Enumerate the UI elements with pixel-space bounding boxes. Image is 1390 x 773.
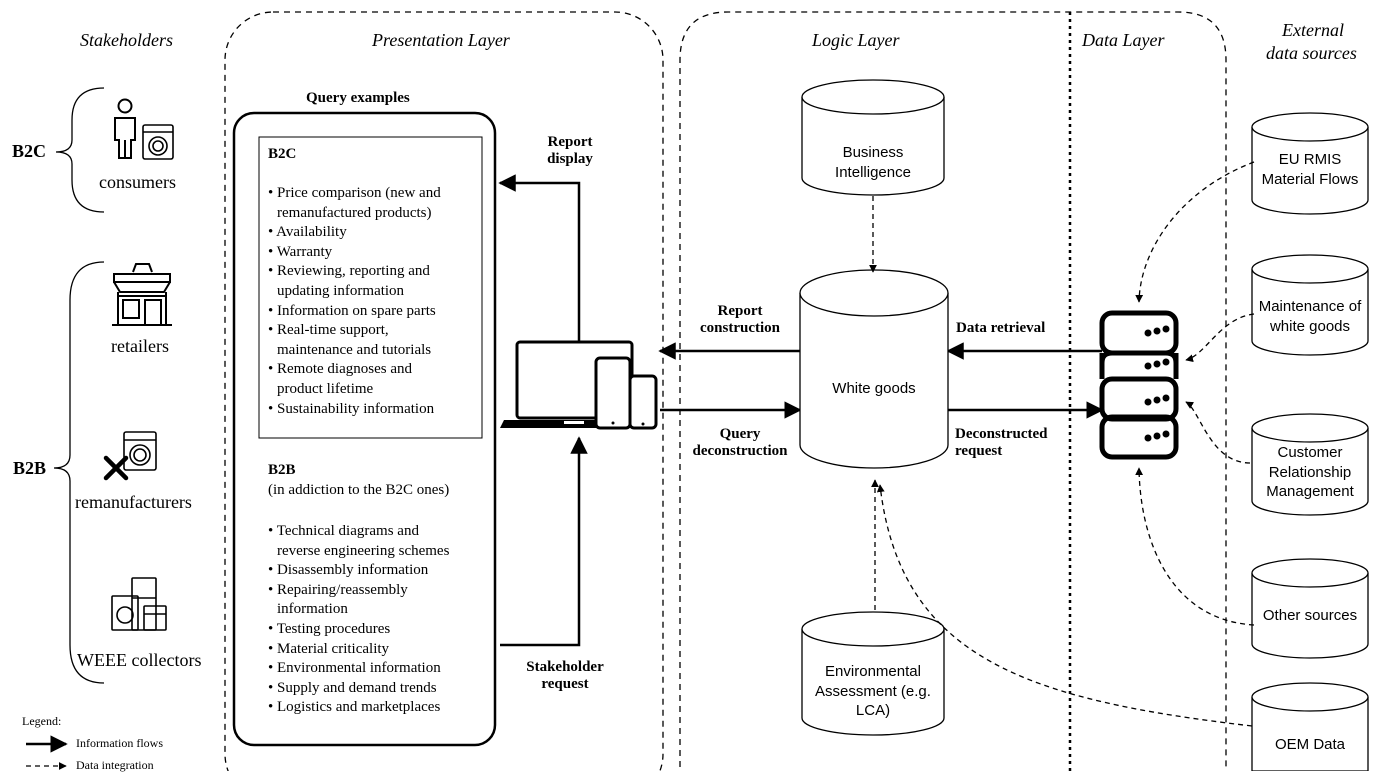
data-retrieval-label: Data retrieval [956, 320, 1046, 336]
b2c-query-box [258, 136, 483, 439]
legend-title: Legend: [22, 714, 62, 728]
white-goods-label: White goods [832, 380, 916, 397]
crm-cylinder [1251, 413, 1369, 516]
oem-to-whitegoods-arrow [876, 484, 1253, 727]
query-list-item: • Disassembly information [268, 562, 429, 579]
query-list-item: • Environmental information [268, 660, 441, 677]
query-list-item: • Price comparison (new and [268, 185, 441, 201]
external-header-line1: External [1282, 20, 1344, 40]
report-display-arrow [498, 174, 581, 342]
query-list-item: • Real-time support, [268, 322, 389, 339]
eu-rmis-cylinder [1251, 112, 1369, 215]
other-sources-cylinder [1251, 558, 1369, 659]
query-list-item: • Reviewing, reporting and [268, 263, 430, 280]
crm-to-server-arrow [1185, 401, 1251, 464]
query-list-item: • Testing procedures [268, 620, 391, 637]
b2b-query-list: • Technical diagrams and reverse engineer… [268, 522, 449, 718]
legend-solid-label: Information flows [76, 736, 163, 750]
b2b-heading: B2B [268, 462, 296, 478]
server-icon [1099, 310, 1179, 460]
query-list-item: • Information on spare parts [268, 302, 436, 319]
legend-dashed-label: Data integration [76, 758, 154, 772]
stakeholders-header: Stakeholders [80, 30, 173, 50]
oem-data-cylinder [1251, 682, 1369, 771]
query-list-item: remanufactured products) [277, 204, 432, 221]
query-list-item: • Supply and demand trends [268, 679, 437, 696]
other-sources-label: Other sources [1262, 607, 1358, 624]
b2c-label: B2C [12, 141, 47, 161]
presentation-layer-container [224, 11, 664, 771]
devices-icon [500, 340, 658, 430]
b2b-subheading: (in addiction to the B2C ones) [268, 482, 450, 498]
query-examples-title: Query examples [306, 90, 410, 106]
query-list-item: • Warranty [268, 243, 333, 260]
weee-collectors-label: WEEE collectors [77, 650, 202, 670]
external-header-line2: data sources [1266, 43, 1357, 63]
logic-data-layer-container [679, 11, 1227, 771]
stakeholder-request-arrow [500, 436, 588, 647]
b2c-heading: B2C [268, 146, 297, 162]
b2c-query-list: • Price comparison (new and remanufacture… [268, 184, 441, 419]
washing-machine-icon [123, 431, 157, 471]
query-list-item: • Sustainability information [268, 400, 435, 417]
maintenance-to-server-arrow [1185, 313, 1255, 363]
b2b-label: B2B [13, 458, 47, 478]
other-to-server-arrow [1135, 467, 1255, 626]
oem-data-label: OEM Data [1274, 736, 1346, 753]
tools-icon [103, 455, 129, 481]
shop-icon [112, 263, 172, 326]
query-list-item: reverse engineering schemes [277, 542, 450, 559]
query-list-item: maintenance and tutorials [277, 341, 432, 358]
query-list-item: • Repairing/reassembly [268, 581, 408, 598]
query-list-item: product lifetime [277, 380, 374, 397]
query-list-item: • Technical diagrams and [268, 523, 419, 539]
consumers-label: consumers [99, 172, 176, 192]
b2b-brace [53, 261, 105, 684]
business-intelligence-cylinder [801, 79, 945, 196]
query-list-item: • Availability [268, 224, 347, 241]
appliances-icon [111, 577, 167, 631]
query-list-item: • Material criticality [268, 640, 390, 657]
environmental-assessment-cylinder [801, 611, 945, 736]
eu-to-server-arrow [1135, 161, 1255, 303]
data-layer-header: Data Layer [1082, 30, 1165, 50]
logic-layer-header: Logic Layer [812, 30, 900, 50]
washing-machine-icon [142, 124, 174, 160]
person-icon [114, 98, 136, 159]
query-examples-box [232, 111, 497, 747]
maintenance-cylinder [1251, 254, 1369, 356]
query-list-item: updating information [277, 282, 405, 299]
remanufacturers-label: remanufacturers [75, 492, 192, 512]
white-goods-cylinder [799, 269, 949, 469]
presentation-layer-header: Presentation Layer [372, 30, 510, 50]
retailers-label: retailers [111, 336, 169, 356]
query-list-item: • Remote diagnoses and [268, 361, 412, 378]
query-list-item: information [277, 601, 348, 618]
query-list-item: • Logistics and marketplaces [268, 699, 441, 716]
b2c-brace [55, 87, 105, 213]
